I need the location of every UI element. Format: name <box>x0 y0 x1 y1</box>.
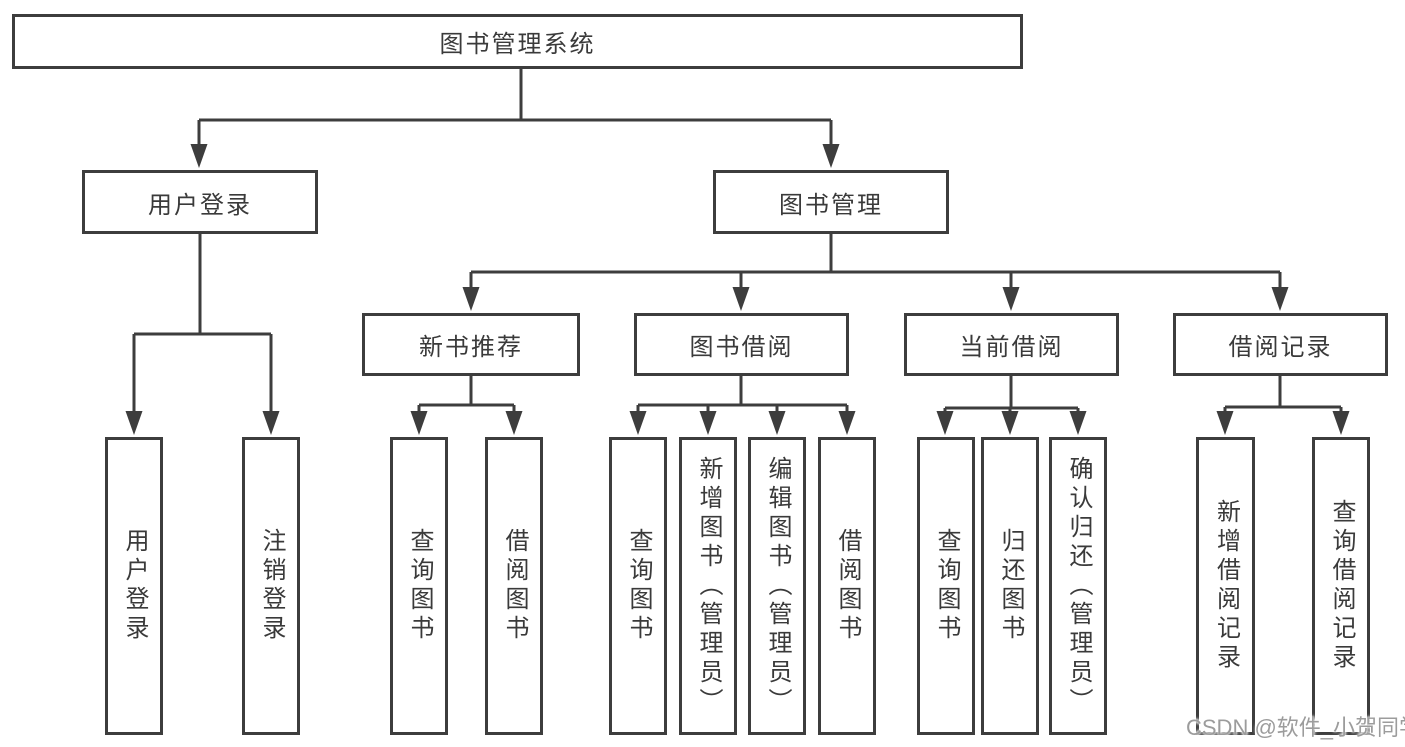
node-book-management: 图书管理 <box>713 170 949 234</box>
leaf-bb-add-books-admin: 新增图书（管理员） <box>679 437 737 735</box>
leaf-label: 用户登录 <box>121 528 148 644</box>
node-root: 图书管理系统 <box>12 14 1023 69</box>
leaf-label: 注销登录 <box>258 528 285 644</box>
leaf-user-login: 用户登录 <box>105 437 163 735</box>
leaf-cb-confirm-return-admin: 确认归还（管理员） <box>1049 437 1107 735</box>
watermark-text: CSDN @软件_小贺同学 <box>1186 715 1405 740</box>
leaf-nbr-query-books: 查询图书 <box>390 437 448 735</box>
leaf-label: 确认归还（管理员） <box>1065 455 1092 717</box>
leaf-br-query-record: 查询借阅记录 <box>1312 437 1370 735</box>
leaf-label: 借阅图书 <box>834 528 861 644</box>
leaf-bb-borrow-books: 借阅图书 <box>818 437 876 735</box>
leaf-logout: 注销登录 <box>242 437 300 735</box>
leaf-br-add-record: 新增借阅记录 <box>1196 437 1255 735</box>
node-current-borrowing: 当前借阅 <box>904 313 1119 376</box>
node-book-borrowing: 图书借阅 <box>634 313 849 376</box>
leaf-label: 查询借阅记录 <box>1328 499 1355 673</box>
leaf-label: 编辑图书（管理员） <box>764 455 791 717</box>
leaf-cb-query-books: 查询图书 <box>917 437 975 735</box>
node-user-login: 用户登录 <box>82 170 318 234</box>
leaf-bb-query-books: 查询图书 <box>609 437 667 735</box>
leaf-label: 新增图书（管理员） <box>695 455 722 717</box>
leaf-cb-return-books: 归还图书 <box>981 437 1039 735</box>
leaf-label: 借阅图书 <box>501 528 528 644</box>
node-new-book-recommend: 新书推荐 <box>362 313 580 376</box>
leaf-label: 查询图书 <box>933 528 960 644</box>
leaf-label: 查询图书 <box>406 528 433 644</box>
leaf-bb-edit-books-admin: 编辑图书（管理员） <box>748 437 806 735</box>
leaf-label: 归还图书 <box>997 528 1024 644</box>
leaf-nbr-borrow-books: 借阅图书 <box>485 437 543 735</box>
node-borrowing-records: 借阅记录 <box>1173 313 1388 376</box>
leaf-label: 查询图书 <box>625 528 652 644</box>
leaf-label: 新增借阅记录 <box>1212 499 1240 673</box>
